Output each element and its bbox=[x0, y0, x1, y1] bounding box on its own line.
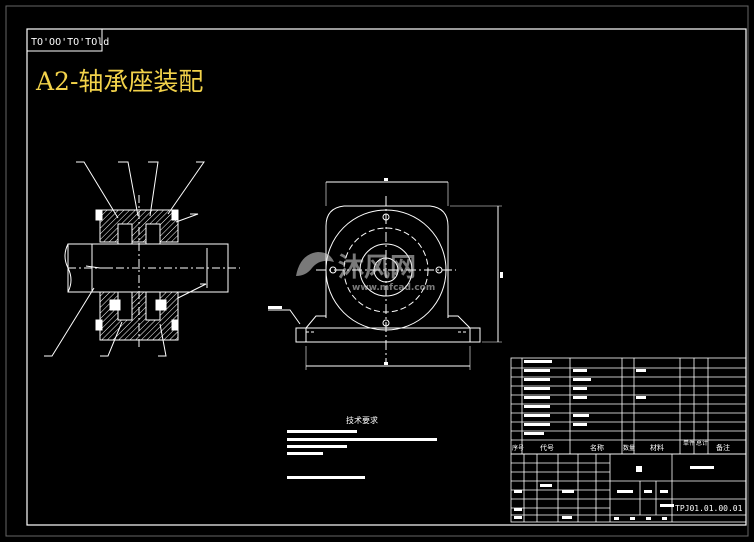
inner-frame bbox=[26, 28, 747, 526]
watermark: 沐风网 www.mfcad.com bbox=[296, 252, 435, 293]
bom-cells bbox=[524, 360, 646, 435]
bom-header-total: 总计 bbox=[696, 439, 708, 447]
section-view bbox=[44, 161, 240, 357]
watermark-brand: 沐风网 bbox=[338, 253, 416, 283]
front-view bbox=[268, 178, 503, 370]
bom-header-qty: 数量 bbox=[623, 444, 635, 452]
bom-header-unit: 单件 bbox=[683, 439, 695, 447]
bom-table bbox=[510, 357, 747, 455]
bom-header-name: 名称 bbox=[590, 443, 604, 452]
bom-header-code: 代号 bbox=[540, 443, 554, 452]
bom-header-row: 序号 代号 名称 数量 材料 单件 总计 备注 bbox=[512, 439, 730, 452]
technical-notes: 技术要求 bbox=[287, 415, 437, 479]
technical-notes-heading: 技术要求 bbox=[346, 415, 378, 425]
corner-code: TO'OO'TO'TOld bbox=[31, 37, 109, 48]
bom-header-remark: 备注 bbox=[716, 443, 730, 452]
bom-header-material: 材料 bbox=[650, 443, 664, 452]
drawing-title: A2-轴承座装配 bbox=[35, 67, 203, 96]
title-block-cells bbox=[514, 466, 714, 520]
drawing-number: TPJ01.01.00.01 bbox=[675, 504, 743, 513]
watermark-url: www.mfcad.com bbox=[352, 283, 435, 293]
outer-frame bbox=[5, 5, 749, 537]
title-block bbox=[510, 453, 747, 523]
corner-code-box bbox=[26, 28, 103, 52]
watermark-logo-icon bbox=[296, 252, 334, 276]
bom-header-index: 序号 bbox=[512, 444, 524, 452]
